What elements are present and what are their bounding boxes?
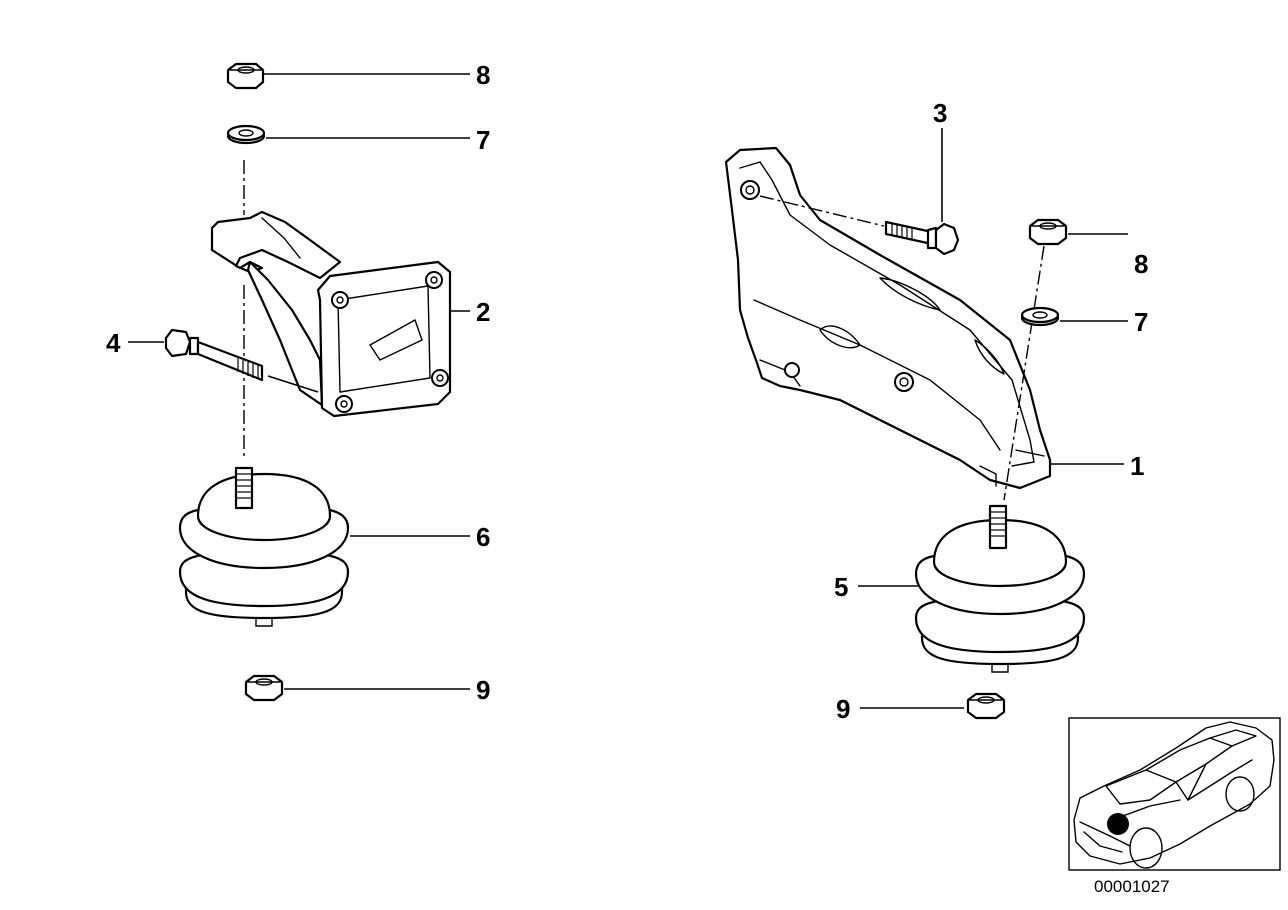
left-callout-6: 6 <box>476 522 490 552</box>
mount-location-marker <box>1107 813 1129 835</box>
right-callout-9: 9 <box>836 694 850 724</box>
left-callout-2: 2 <box>476 297 490 327</box>
left-bolt-part-4 <box>164 328 264 382</box>
vehicle-locator-inset <box>1068 717 1281 871</box>
right-axis-line <box>1003 245 1045 501</box>
right-engine-mount-part-5 <box>914 504 1086 673</box>
right-washer-part-7 <box>1020 306 1060 327</box>
right-callout-1: 1 <box>1130 451 1144 481</box>
left-callout-8: 8 <box>476 60 490 90</box>
left-callout-9: 9 <box>476 675 490 705</box>
right-bracket-part-1 <box>724 146 1052 490</box>
left-engine-mount-part-6 <box>178 466 350 627</box>
diagram-id: 00001027 <box>1094 877 1170 896</box>
right-callout-3: 3 <box>933 98 947 128</box>
left-bolt-guide <box>267 375 319 393</box>
right-callout-5: 5 <box>834 572 848 602</box>
right-nut-part-8 <box>1028 218 1068 246</box>
left-nut-part-8 <box>226 62 265 90</box>
left-nut-part-9 <box>244 674 284 702</box>
right-nut-part-9 <box>966 692 1006 720</box>
right-callout-7: 7 <box>1134 307 1148 337</box>
right-bolt-part-3 <box>884 220 960 256</box>
right-bolt-axis <box>759 195 885 227</box>
left-bracket-part-2 <box>210 210 452 418</box>
left-callout-4: 4 <box>106 328 121 358</box>
left-washer-part-7 <box>226 124 266 145</box>
right-callout-8: 8 <box>1134 249 1148 279</box>
left-callout-7: 7 <box>476 125 490 155</box>
